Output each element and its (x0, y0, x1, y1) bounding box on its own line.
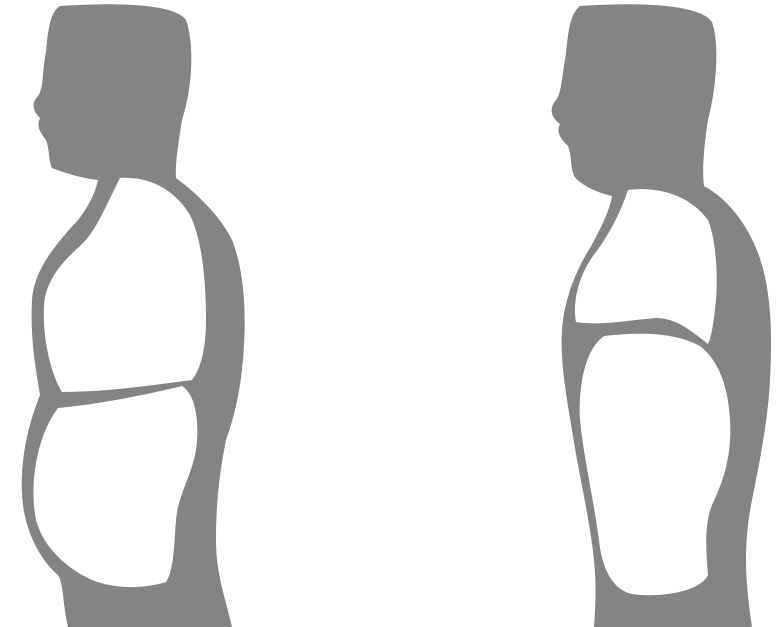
left-chest-cavity (44, 178, 206, 392)
right-figure (552, 4, 771, 627)
left-figure (22, 4, 245, 627)
